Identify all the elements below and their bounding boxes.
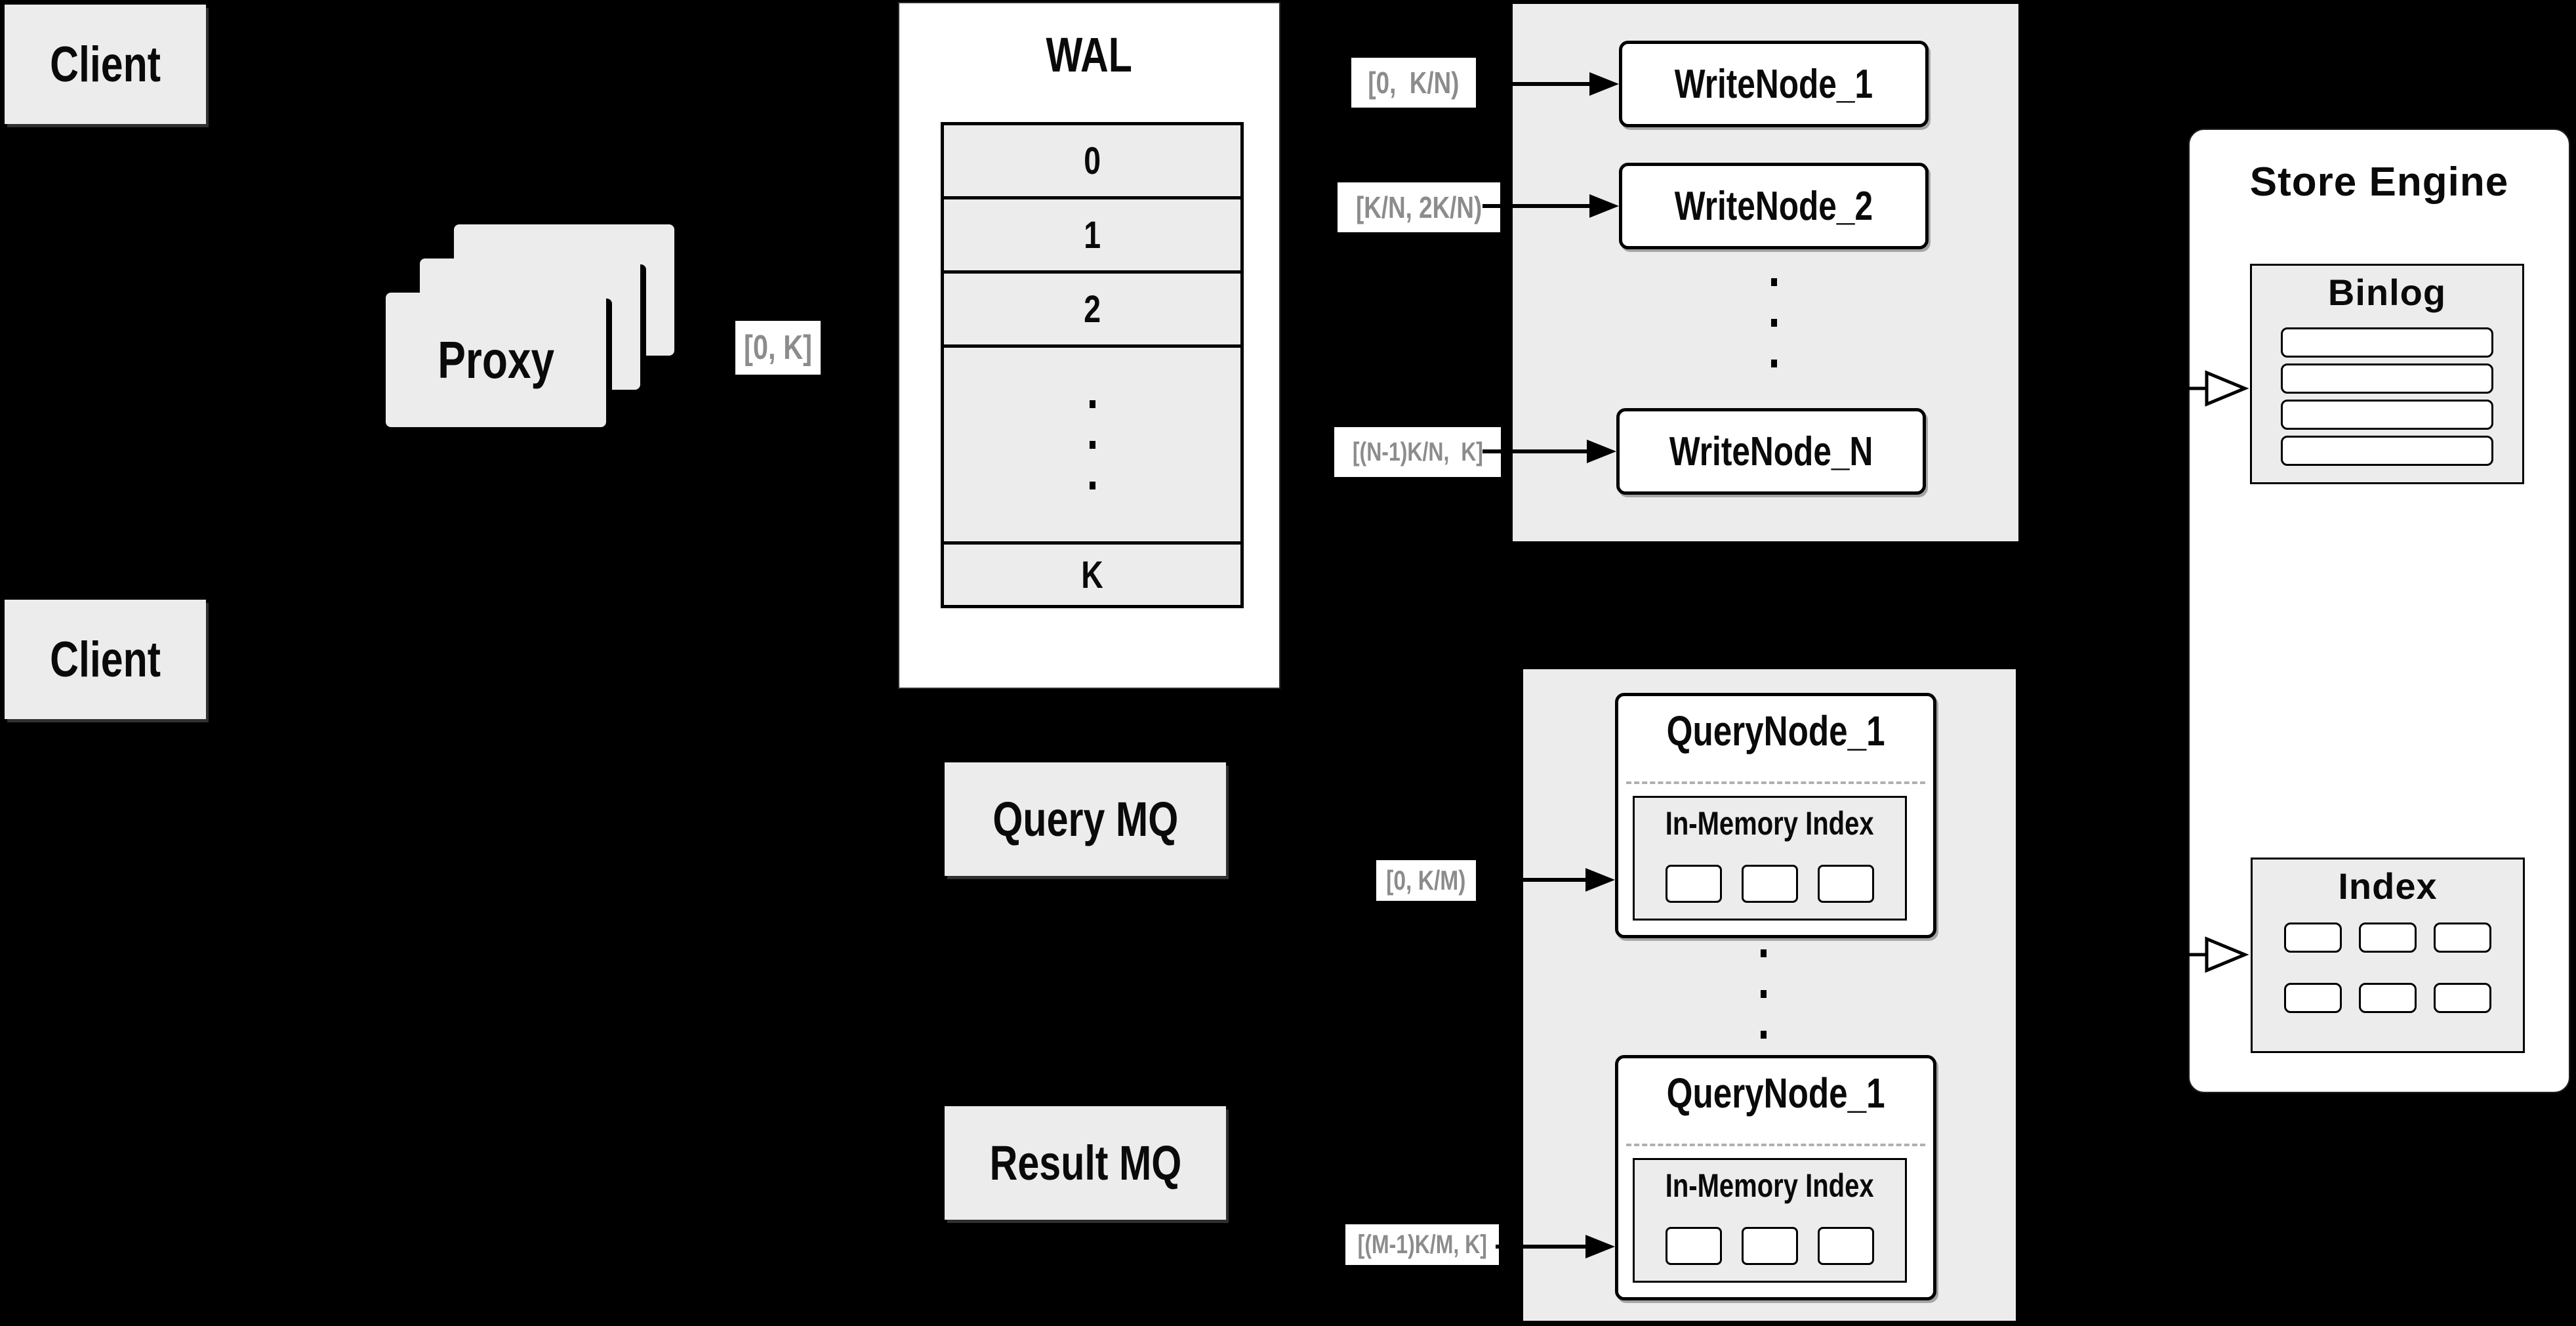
in-memory-index-box: In-Memory Index — [1633, 796, 1907, 921]
store-engine-box: Store Engine Binlog Index — [2188, 129, 2570, 1093]
binlog-row — [2281, 363, 2493, 394]
in-memory-index-cells — [1635, 865, 1905, 903]
query-mq-box: Query MQ — [945, 762, 1226, 876]
query-node-2-title: QueryNode_1 — [1666, 1069, 1885, 1117]
index-box: Index — [2251, 858, 2525, 1053]
write-node-n-label: WriteNode_N — [1669, 428, 1873, 474]
proxy-label: Proxy — [438, 330, 554, 389]
dashed-divider — [1626, 781, 1925, 784]
query-mq-label: Query MQ — [992, 792, 1178, 846]
in-memory-index-title: In-Memory Index — [1666, 805, 1874, 842]
in-memory-index-box: In-Memory Index — [1633, 1158, 1907, 1283]
in-memory-index-cells — [1635, 1227, 1905, 1265]
wal-row-k: K — [944, 545, 1240, 605]
write-node-2-box: WriteNode_2 — [1619, 163, 1929, 249]
binlog-row — [2281, 436, 2493, 466]
write-range-label-n: [(N-1)K/N, K] — [1334, 427, 1501, 477]
segment-cell — [1666, 1227, 1722, 1265]
segment-cell — [1666, 865, 1722, 903]
write-nodes-ellipsis-dots — [1755, 278, 1792, 367]
store-engine-title: Store Engine — [2249, 159, 2509, 205]
wal-title: WAL — [1046, 28, 1133, 82]
index-cell — [2359, 922, 2417, 953]
query-nodes-ellipsis-dots — [1745, 949, 1782, 1039]
client-bottom-label: Client — [50, 631, 161, 688]
binlog-row — [2281, 327, 2493, 358]
in-memory-index-title: In-Memory Index — [1666, 1167, 1874, 1204]
proxy-range-text: [0, K] — [744, 329, 812, 367]
proxy-box: Proxy — [386, 293, 606, 427]
index-cell — [2284, 983, 2342, 1013]
ellipsis-dots — [1089, 400, 1095, 489]
wal-table: 0 1 2 K — [941, 122, 1244, 608]
write-node-1-box: WriteNode_1 — [1619, 41, 1929, 127]
query-range-label-1: [0, K/M) — [1376, 860, 1476, 901]
result-mq-label: Result MQ — [989, 1136, 1181, 1190]
index-cells — [2253, 922, 2523, 1013]
segment-cell — [1742, 865, 1798, 903]
index-cell — [2434, 983, 2491, 1013]
segment-cell — [1818, 865, 1874, 903]
binlog-box: Binlog — [2250, 264, 2524, 484]
write-node-2-label: WriteNode_2 — [1674, 183, 1873, 229]
wal-row-1: 1 — [944, 199, 1240, 274]
client-top-box: Client — [5, 5, 206, 124]
result-mq-box: Result MQ — [945, 1106, 1226, 1220]
index-cell — [2284, 922, 2342, 953]
index-title: Index — [2338, 865, 2438, 907]
wal-row-0: 0 — [944, 125, 1240, 199]
client-bottom-box: Client — [5, 600, 206, 719]
client-top-label: Client — [50, 36, 161, 93]
wal-row-ellipsis — [944, 348, 1240, 545]
index-cell — [2434, 922, 2491, 953]
write-node-n-box: WriteNode_N — [1616, 408, 1926, 495]
wal-row-2: 2 — [944, 274, 1240, 348]
segment-cell — [1818, 1227, 1874, 1265]
binlog-rows — [2252, 327, 2522, 466]
write-range-label-2: [K/N, 2K/N) — [1338, 182, 1500, 232]
binlog-title: Binlog — [2327, 272, 2447, 313]
proxy-range-label: [0, K] — [735, 321, 821, 375]
query-range-label-m: [(M-1)K/M, K] — [1345, 1224, 1499, 1265]
query-node-1-title: QueryNode_1 — [1666, 707, 1885, 755]
query-node-2-box: QueryNode_1 In-Memory Index — [1615, 1055, 1936, 1300]
index-cell — [2359, 983, 2417, 1013]
write-range-label-1: [0, K/N) — [1351, 58, 1476, 108]
dashed-divider — [1626, 1144, 1925, 1146]
write-node-1-label: WriteNode_1 — [1674, 61, 1873, 107]
binlog-row — [2281, 400, 2493, 430]
segment-cell — [1742, 1227, 1798, 1265]
query-node-1-box: QueryNode_1 In-Memory Index — [1615, 693, 1936, 938]
